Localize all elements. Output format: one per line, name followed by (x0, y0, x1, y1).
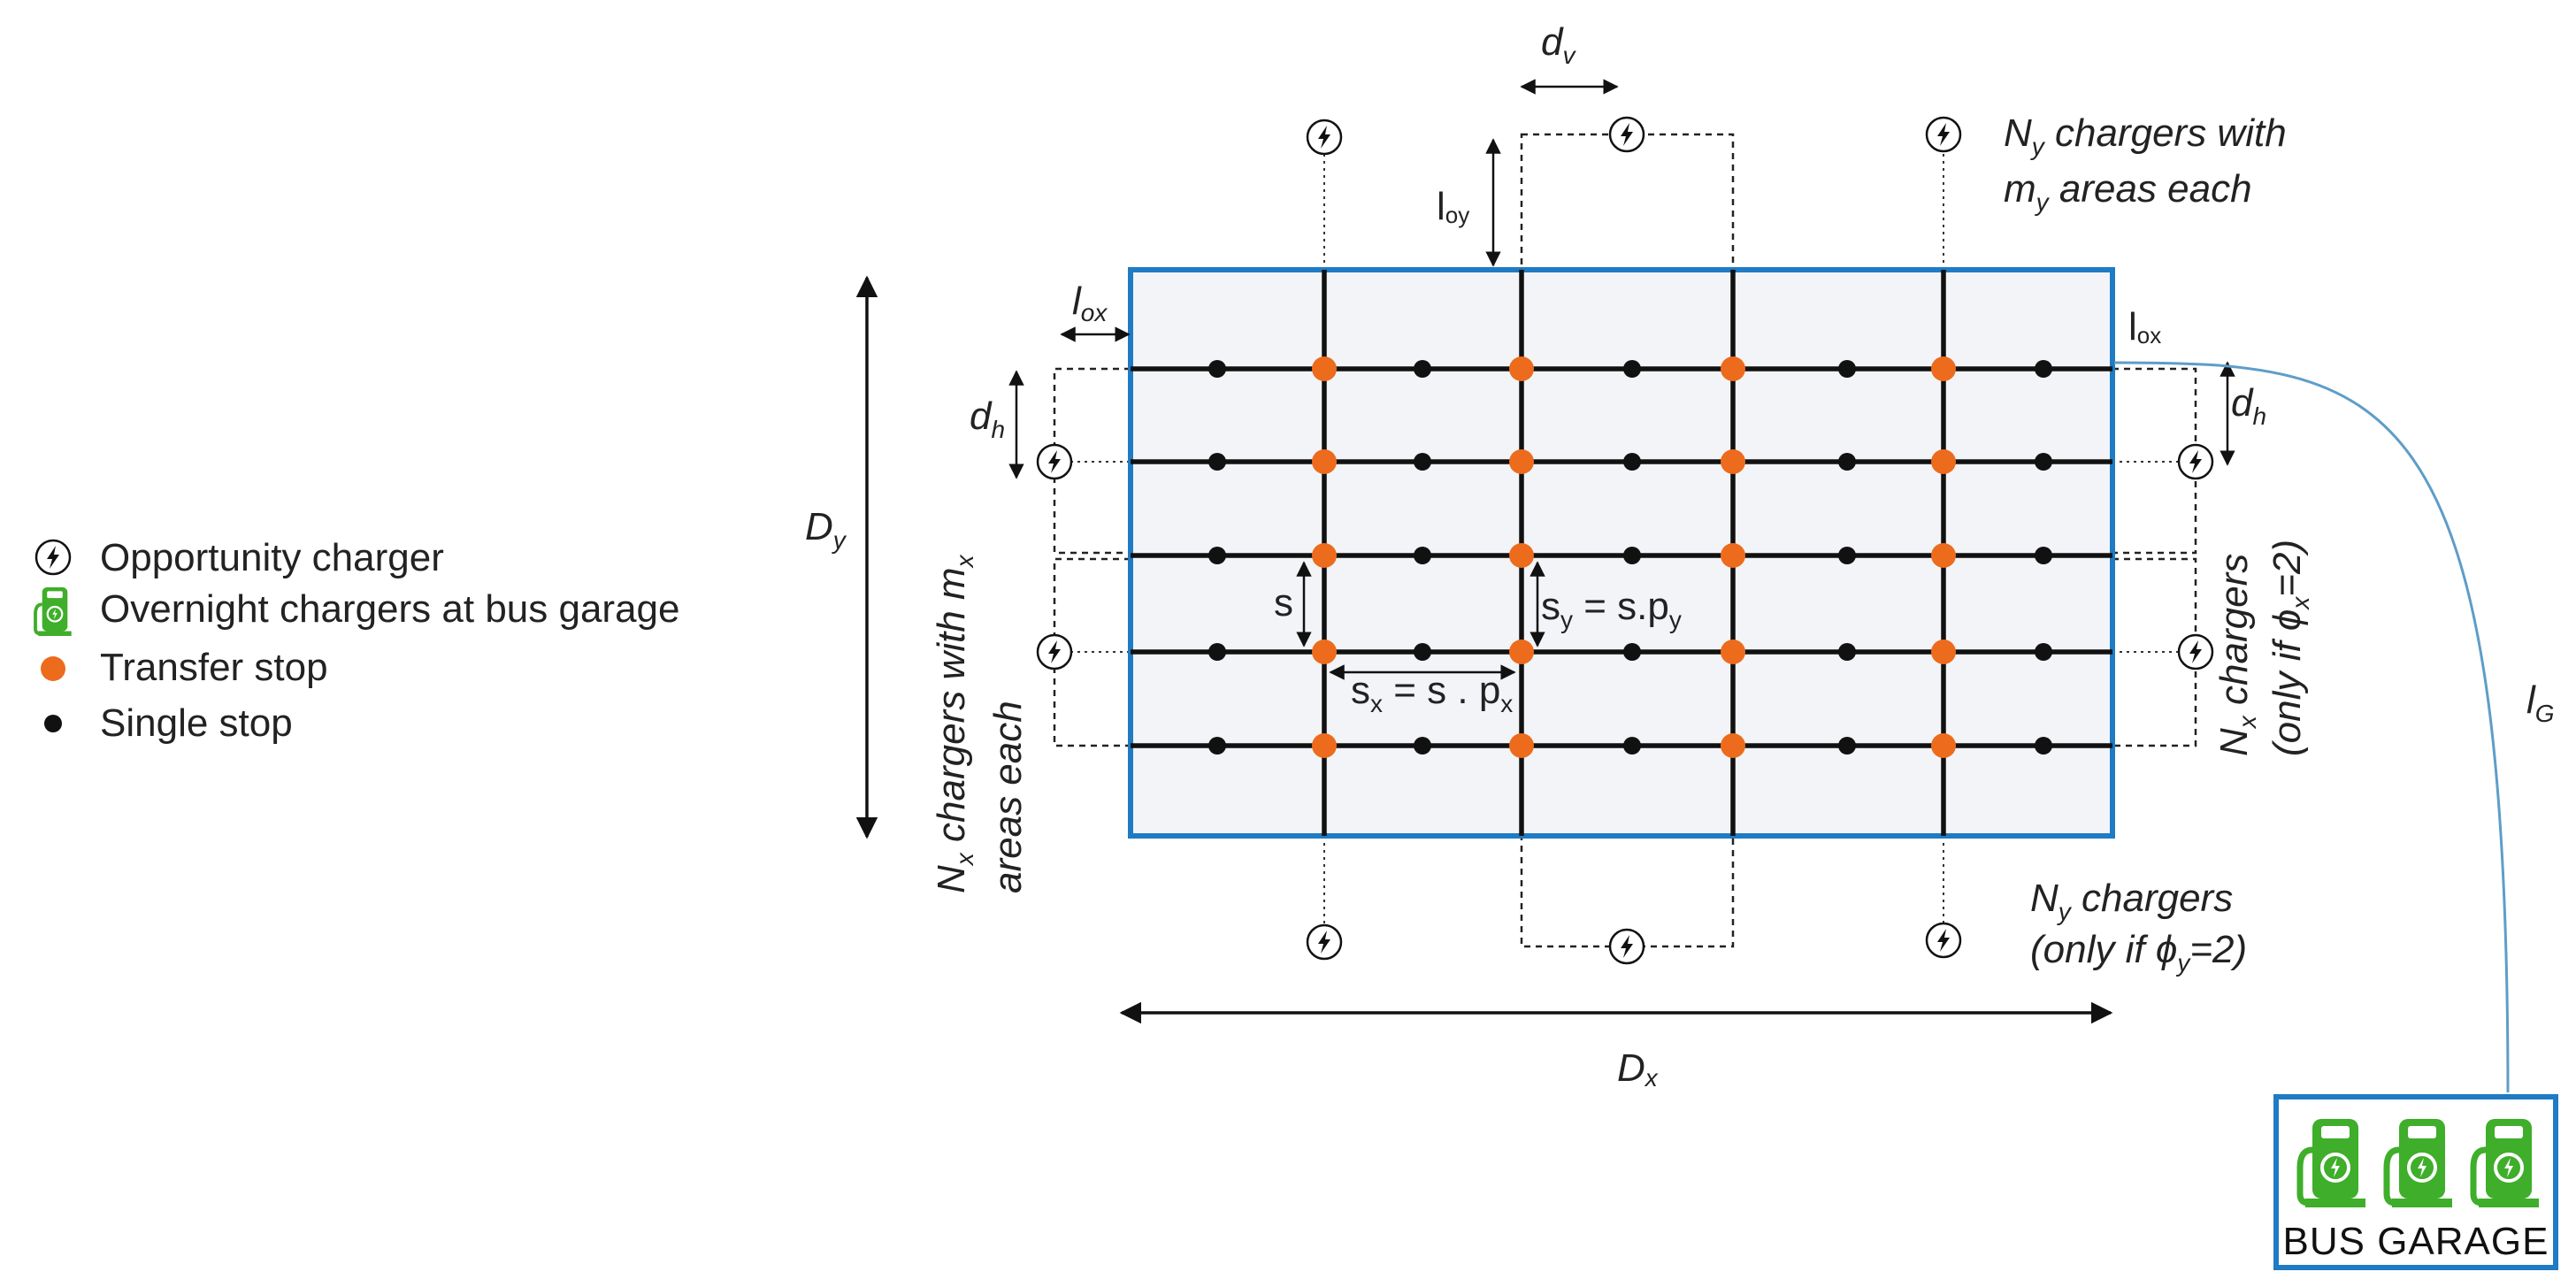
D-x-label: Dx (1617, 1046, 1659, 1092)
top-charger-area-boundary (1520, 133, 1735, 272)
single-stop (1838, 737, 1856, 755)
single-stop (1623, 547, 1641, 564)
legend-transfer-stop-icon (41, 656, 65, 681)
legend-opportunity-charger-label: Opportunity charger (100, 536, 444, 579)
single-stop (1414, 360, 1431, 378)
single-stop (1838, 360, 1856, 378)
opportunity-charger-icon (2177, 443, 2214, 480)
top-chargers-label-line-1: Ny chargers with (2004, 111, 2287, 160)
legend: Opportunity charger Overnight chargers a… (34, 536, 680, 745)
single-stop (1208, 453, 1226, 471)
transfer-stop (1509, 356, 1534, 381)
d-h-right-label: dh (2231, 381, 2266, 430)
transfer-stop (1721, 640, 1745, 664)
transfer-stop (1931, 356, 1956, 381)
opportunity-charger-icon (2177, 633, 2214, 670)
d-v-label: dv (1541, 20, 1576, 69)
l-ox-right-label: lox (2128, 305, 2161, 349)
single-stop (2035, 737, 2052, 755)
single-stop (1838, 547, 1856, 564)
single-stop (2035, 643, 2052, 661)
s-label: s (1274, 581, 1293, 624)
dimension-arrows (855, 79, 2235, 1024)
transfer-stop (1509, 449, 1534, 474)
transfer-stop (1509, 640, 1534, 664)
garage-connection-line (2113, 361, 2510, 1093)
single-stop (2035, 453, 2052, 471)
single-stop (1414, 453, 1431, 471)
s-x-label: sx = s . px (1351, 669, 1513, 717)
D-y-label: Dy (805, 505, 847, 554)
single-stop (1623, 360, 1641, 378)
transfer-stop (1931, 449, 1956, 474)
transfer-stop (1931, 543, 1956, 568)
single-stop (1414, 643, 1431, 661)
bottom-chargers-label-line-2: (only if ϕy=2) (2030, 928, 2247, 977)
service-area (1128, 267, 2115, 839)
legend-single-stop-icon (44, 715, 62, 732)
legend-overnight-chargers-label: Overnight chargers at bus garage (100, 587, 680, 631)
transfer-stop (1509, 543, 1534, 568)
transfer-stop (1312, 543, 1337, 568)
transfer-stop (1721, 733, 1745, 758)
opportunity-charger-icon (1608, 928, 1645, 965)
bus-garage: BUS GARAGE (2273, 1094, 2558, 1270)
single-stop (2035, 547, 2052, 564)
single-stop (1208, 643, 1226, 661)
diagram-labels: dv loy lox lox dh dh Dy Dx s sy = s.py s… (805, 20, 2555, 1092)
right-chargers-label-line-1: Nx chargers (2212, 554, 2261, 756)
transfer-stop (1509, 733, 1534, 758)
single-stop (1414, 737, 1431, 755)
left-chargers-label: Nx chargers with mx areas each (930, 554, 1030, 893)
transfer-stop (1721, 543, 1745, 568)
transfer-stop (1721, 356, 1745, 381)
single-stop (1208, 737, 1226, 755)
single-stop (1623, 737, 1641, 755)
left-chargers-label-line-2: areas each (986, 701, 1030, 893)
left-chargers-label-line-1: Nx chargers with mx (930, 554, 978, 893)
single-stop (1838, 643, 1856, 661)
l-oy-label: loy (1437, 185, 1469, 228)
legend-opportunity-charger-icon (34, 539, 72, 576)
opportunity-charger-icon (1036, 443, 1073, 480)
single-stop (1623, 453, 1641, 471)
legend-overnight-charger-icon (34, 586, 73, 638)
stops-layer (1208, 356, 2052, 758)
transfer-stop (1312, 640, 1337, 664)
transfer-stop (1931, 733, 1956, 758)
opportunity-charger-icon (1925, 922, 1962, 959)
l-ox-left-label: lox (1072, 280, 1108, 326)
single-stop (1838, 453, 1856, 471)
bottom-chargers-label-line-1: Ny chargers (2030, 877, 2233, 925)
opportunity-charger-icon (1306, 119, 1343, 156)
top-chargers-label-line-2: my areas each (2004, 167, 2252, 216)
legend-transfer-stop-label: Transfer stop (100, 646, 328, 689)
single-stop (1414, 547, 1431, 564)
left-charger-area-boundary-lower (1053, 557, 1131, 747)
opportunity-charger-icon (1608, 116, 1645, 153)
single-stop (1208, 547, 1226, 564)
transfer-stop (1312, 356, 1337, 381)
opportunity-charger-icon (1306, 923, 1343, 961)
bus-garage-label: BUS GARAGE (2283, 1220, 2549, 1263)
l-G-label: lG (2526, 678, 2555, 727)
d-h-left-label: dh (970, 395, 1005, 443)
right-chargers-label: Nx chargers (only if ϕx=2) (2212, 540, 2314, 756)
transfer-stop (1312, 449, 1337, 474)
transfer-stop (1931, 640, 1956, 664)
left-charger-area-boundary-upper (1053, 367, 1131, 555)
opportunity-charger-icon (1925, 116, 1962, 153)
transfer-stop (1721, 449, 1745, 474)
charger-connectors (1070, 154, 2180, 924)
single-stop (1623, 643, 1641, 661)
right-chargers-label-line-2: (only if ϕx=2) (2266, 540, 2314, 756)
single-stop (2035, 360, 2052, 378)
s-y-label: sy = s.py (1541, 585, 1682, 633)
transfer-stop (1312, 733, 1337, 758)
single-stop (1208, 360, 1226, 378)
legend-single-stop-label: Single stop (100, 701, 293, 745)
opportunity-charger-icon (1036, 633, 1073, 670)
